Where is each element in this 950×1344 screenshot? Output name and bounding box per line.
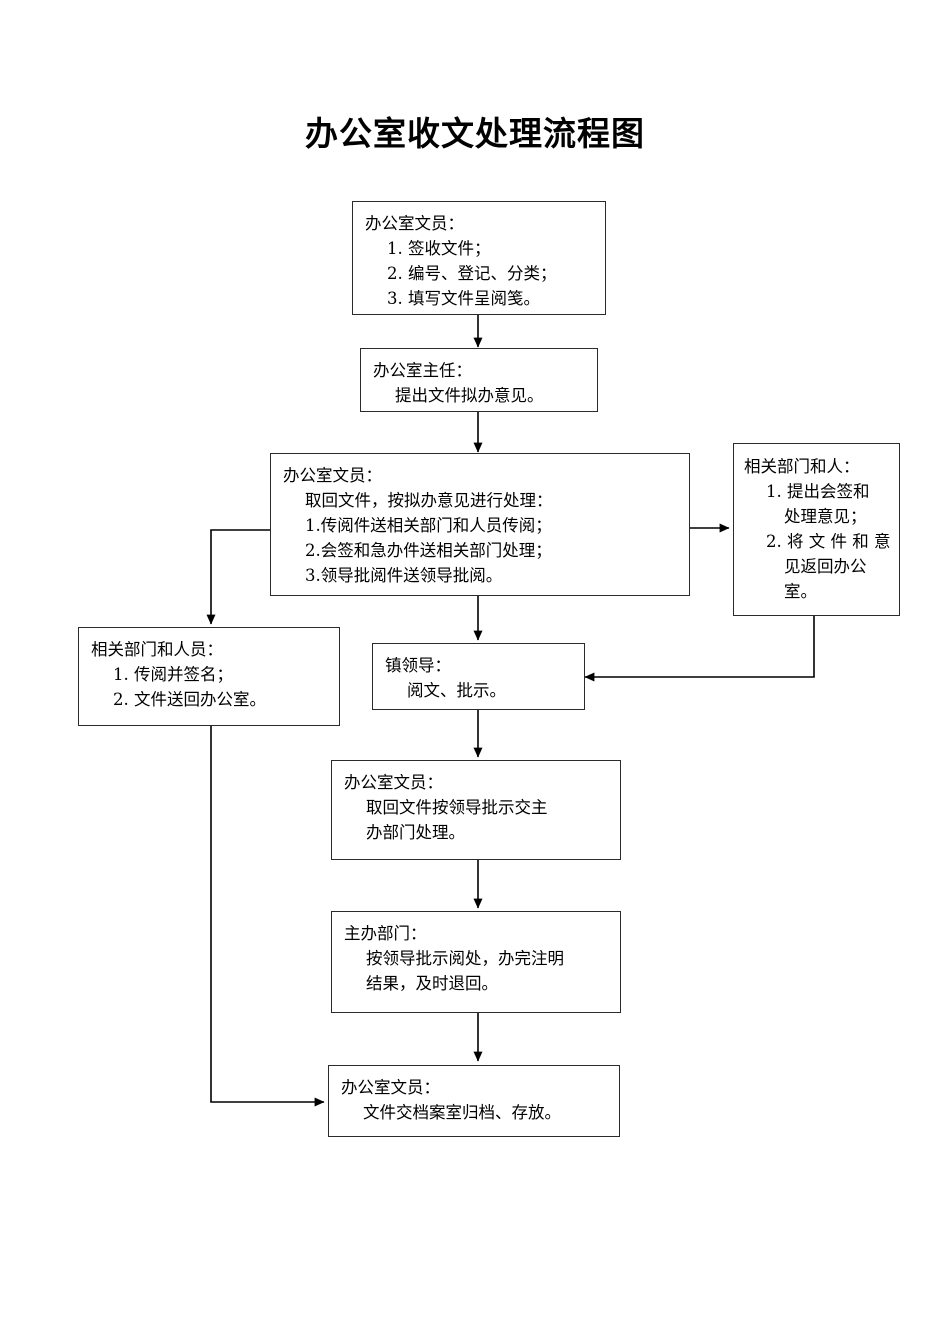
node-line: 3.领导批阅件送领导批阅。: [305, 566, 503, 585]
node-line: 办公室文员：: [344, 773, 443, 792]
node-line: 1. 提出会签和: [766, 482, 870, 501]
node-line: 阅文、批示。: [407, 681, 506, 700]
node-clerk-process[interactable]: 办公室文员： 取回文件，按拟办意见进行处理： 1.传阅件送相关部门和人员传阅； …: [270, 453, 690, 596]
node-clerk-archive-text: 办公室文员： 文件交档案室归档、存放。: [329, 1066, 619, 1131]
node-line: 按领导批示阅处，办完注明: [366, 949, 564, 968]
node-line: 1. 传阅并签名；: [113, 665, 233, 684]
node-line: 室。: [784, 582, 817, 601]
node-line: 1. 签收文件；: [387, 239, 491, 258]
node-line: 镇领导：: [385, 656, 451, 675]
node-line: 处理意见；: [784, 507, 867, 526]
node-line: 办公室主任：: [373, 361, 472, 380]
node-line: 2. 编号、登记、分类；: [387, 264, 557, 283]
node-clerk-process-text: 办公室文员： 取回文件，按拟办意见进行处理： 1.传阅件送相关部门和人员传阅； …: [271, 454, 689, 594]
arrow-relevant-dept-staff-to-clerk-archive: [210, 726, 325, 1107]
node-relevant-dept-person[interactable]: 相关部门和人： 1. 提出会签和 处理意见； 2. 将 文 件 和 意 见返回办…: [733, 443, 900, 616]
node-clerk-assign[interactable]: 办公室文员： 取回文件按领导批示交主 办部门处理。: [331, 760, 621, 860]
page-title: 办公室收文处理流程图: [305, 114, 645, 153]
node-town-leader-text: 镇领导： 阅文、批示。: [373, 644, 584, 709]
node-line: 文件交档案室归档、存放。: [363, 1103, 561, 1122]
node-line: 主办部门：: [344, 924, 427, 943]
node-office-director[interactable]: 办公室主任： 提出文件拟办意见。: [360, 348, 598, 412]
node-relevant-dept-staff[interactable]: 相关部门和人员： 1. 传阅并签名； 2. 文件送回办公室。: [78, 627, 340, 726]
node-clerk-archive[interactable]: 办公室文员： 文件交档案室归档、存放。: [328, 1065, 620, 1137]
node-line: 相关部门和人：: [744, 457, 860, 476]
node-line: 取回文件，按拟办意见进行处理：: [305, 491, 553, 510]
node-line: 1.传阅件送相关部门和人员传阅；: [305, 516, 552, 535]
node-line: 见返回办公: [784, 557, 867, 576]
node-line: 3. 填写文件呈阅笺。: [387, 289, 540, 308]
node-line: 2. 文件送回办公室。: [113, 690, 266, 709]
node-relevant-dept-person-text: 相关部门和人： 1. 提出会签和 处理意见； 2. 将 文 件 和 意 见返回办…: [734, 444, 899, 610]
arrow-clerk-process-to-relevant-dept-staff: [206, 529, 270, 625]
node-office-director-text: 办公室主任： 提出文件拟办意见。: [361, 349, 597, 411]
node-clerk-assign-text: 办公室文员： 取回文件按领导批示交主 办部门处理。: [332, 761, 620, 851]
node-host-dept-text: 主办部门： 按领导批示阅处，办完注明 结果，及时退回。: [332, 912, 620, 1002]
node-clerk-receive-text: 办公室文员： 1. 签收文件； 2. 编号、登记、分类； 3. 填写文件呈阅笺。: [353, 202, 605, 314]
node-clerk-receive[interactable]: 办公室文员： 1. 签收文件； 2. 编号、登记、分类； 3. 填写文件呈阅笺。: [352, 201, 606, 315]
arrow-relevant-dept-person-to-town-leader: [584, 616, 815, 682]
node-line: 办公室文员：: [365, 214, 464, 233]
node-line: 2. 将 文 件 和 意: [766, 532, 891, 551]
node-host-dept[interactable]: 主办部门： 按领导批示阅处，办完注明 结果，及时退回。: [331, 911, 621, 1013]
node-line: 2.会签和急办件送相关部门处理；: [305, 541, 552, 560]
node-relevant-dept-staff-text: 相关部门和人员： 1. 传阅并签名； 2. 文件送回办公室。: [79, 628, 339, 718]
node-town-leader[interactable]: 镇领导： 阅文、批示。: [372, 643, 585, 710]
node-line: 提出文件拟办意见。: [395, 386, 544, 405]
node-line: 办部门处理。: [366, 823, 465, 842]
node-line: 相关部门和人员：: [91, 640, 223, 659]
node-line: 结果，及时退回。: [366, 974, 498, 993]
node-line: 办公室文员：: [283, 466, 382, 485]
node-line: 取回文件按领导批示交主: [366, 798, 548, 817]
node-line: 办公室文员：: [341, 1078, 440, 1097]
